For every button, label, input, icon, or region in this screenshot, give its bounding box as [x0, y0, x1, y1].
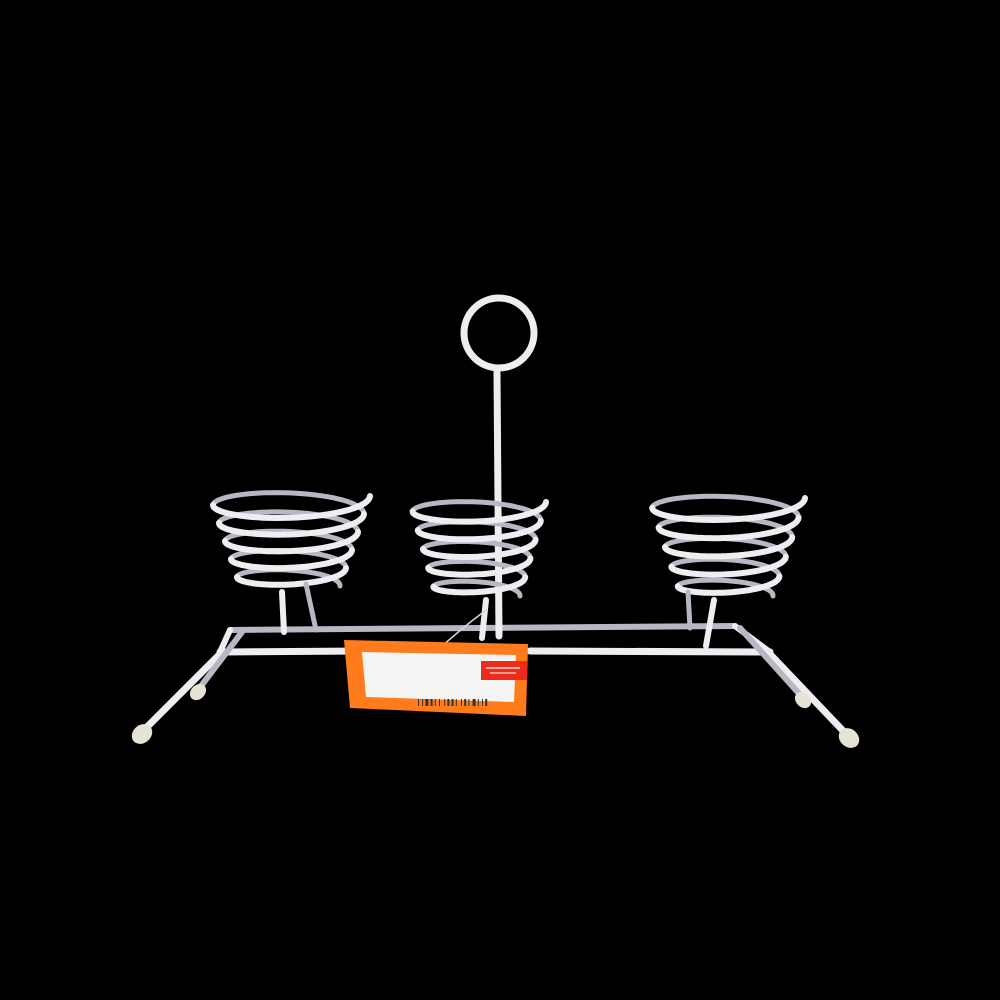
front-left-leg [138, 648, 226, 736]
barcode-bar [455, 699, 457, 706]
foot-cap [189, 683, 207, 701]
barcode-bar [447, 699, 450, 706]
barcode-bar [422, 699, 424, 706]
left-holder-strut [303, 581, 319, 633]
center-spiral-holder [409, 499, 549, 599]
right-holder-strut [685, 589, 693, 631]
left-holder-strut [279, 589, 287, 635]
center-holder-strut [479, 597, 489, 641]
barcode-bar [482, 699, 483, 706]
barcode-bar [425, 699, 429, 706]
barcode-bar [464, 699, 467, 706]
ring-handle [460, 294, 538, 372]
price-tag [344, 609, 528, 716]
front-right-leg [764, 648, 852, 740]
barcode-bar [418, 699, 419, 706]
left-spiral-holder [210, 490, 373, 589]
tag-white-panel [362, 652, 516, 702]
barcode-bar [477, 699, 479, 706]
right-spiral-holder [649, 493, 808, 599]
barcode-bar [485, 699, 488, 706]
right-holder-strut [703, 597, 717, 649]
barcode-bar [461, 699, 462, 706]
barcode-bar [472, 699, 476, 706]
foot-cap [838, 728, 860, 748]
barcode-bar [468, 699, 470, 706]
barcode-bar [430, 699, 433, 706]
center-spiral-holder-coil-front [409, 499, 549, 596]
barcode-bar [439, 699, 440, 706]
back-left-leg [195, 629, 245, 693]
barcode-bar [451, 699, 454, 706]
foot-cap [794, 691, 812, 709]
barcode-bar [434, 699, 436, 706]
tag-brand-label [481, 661, 527, 680]
left-spiral-holder-coil-front [210, 493, 373, 588]
barcode [418, 699, 488, 706]
back-right-leg [737, 625, 806, 701]
barcode-bar [444, 699, 446, 706]
foot-cap [131, 724, 153, 744]
left-frame-side [217, 627, 233, 655]
right-spiral-holder-coil-front [649, 495, 808, 596]
